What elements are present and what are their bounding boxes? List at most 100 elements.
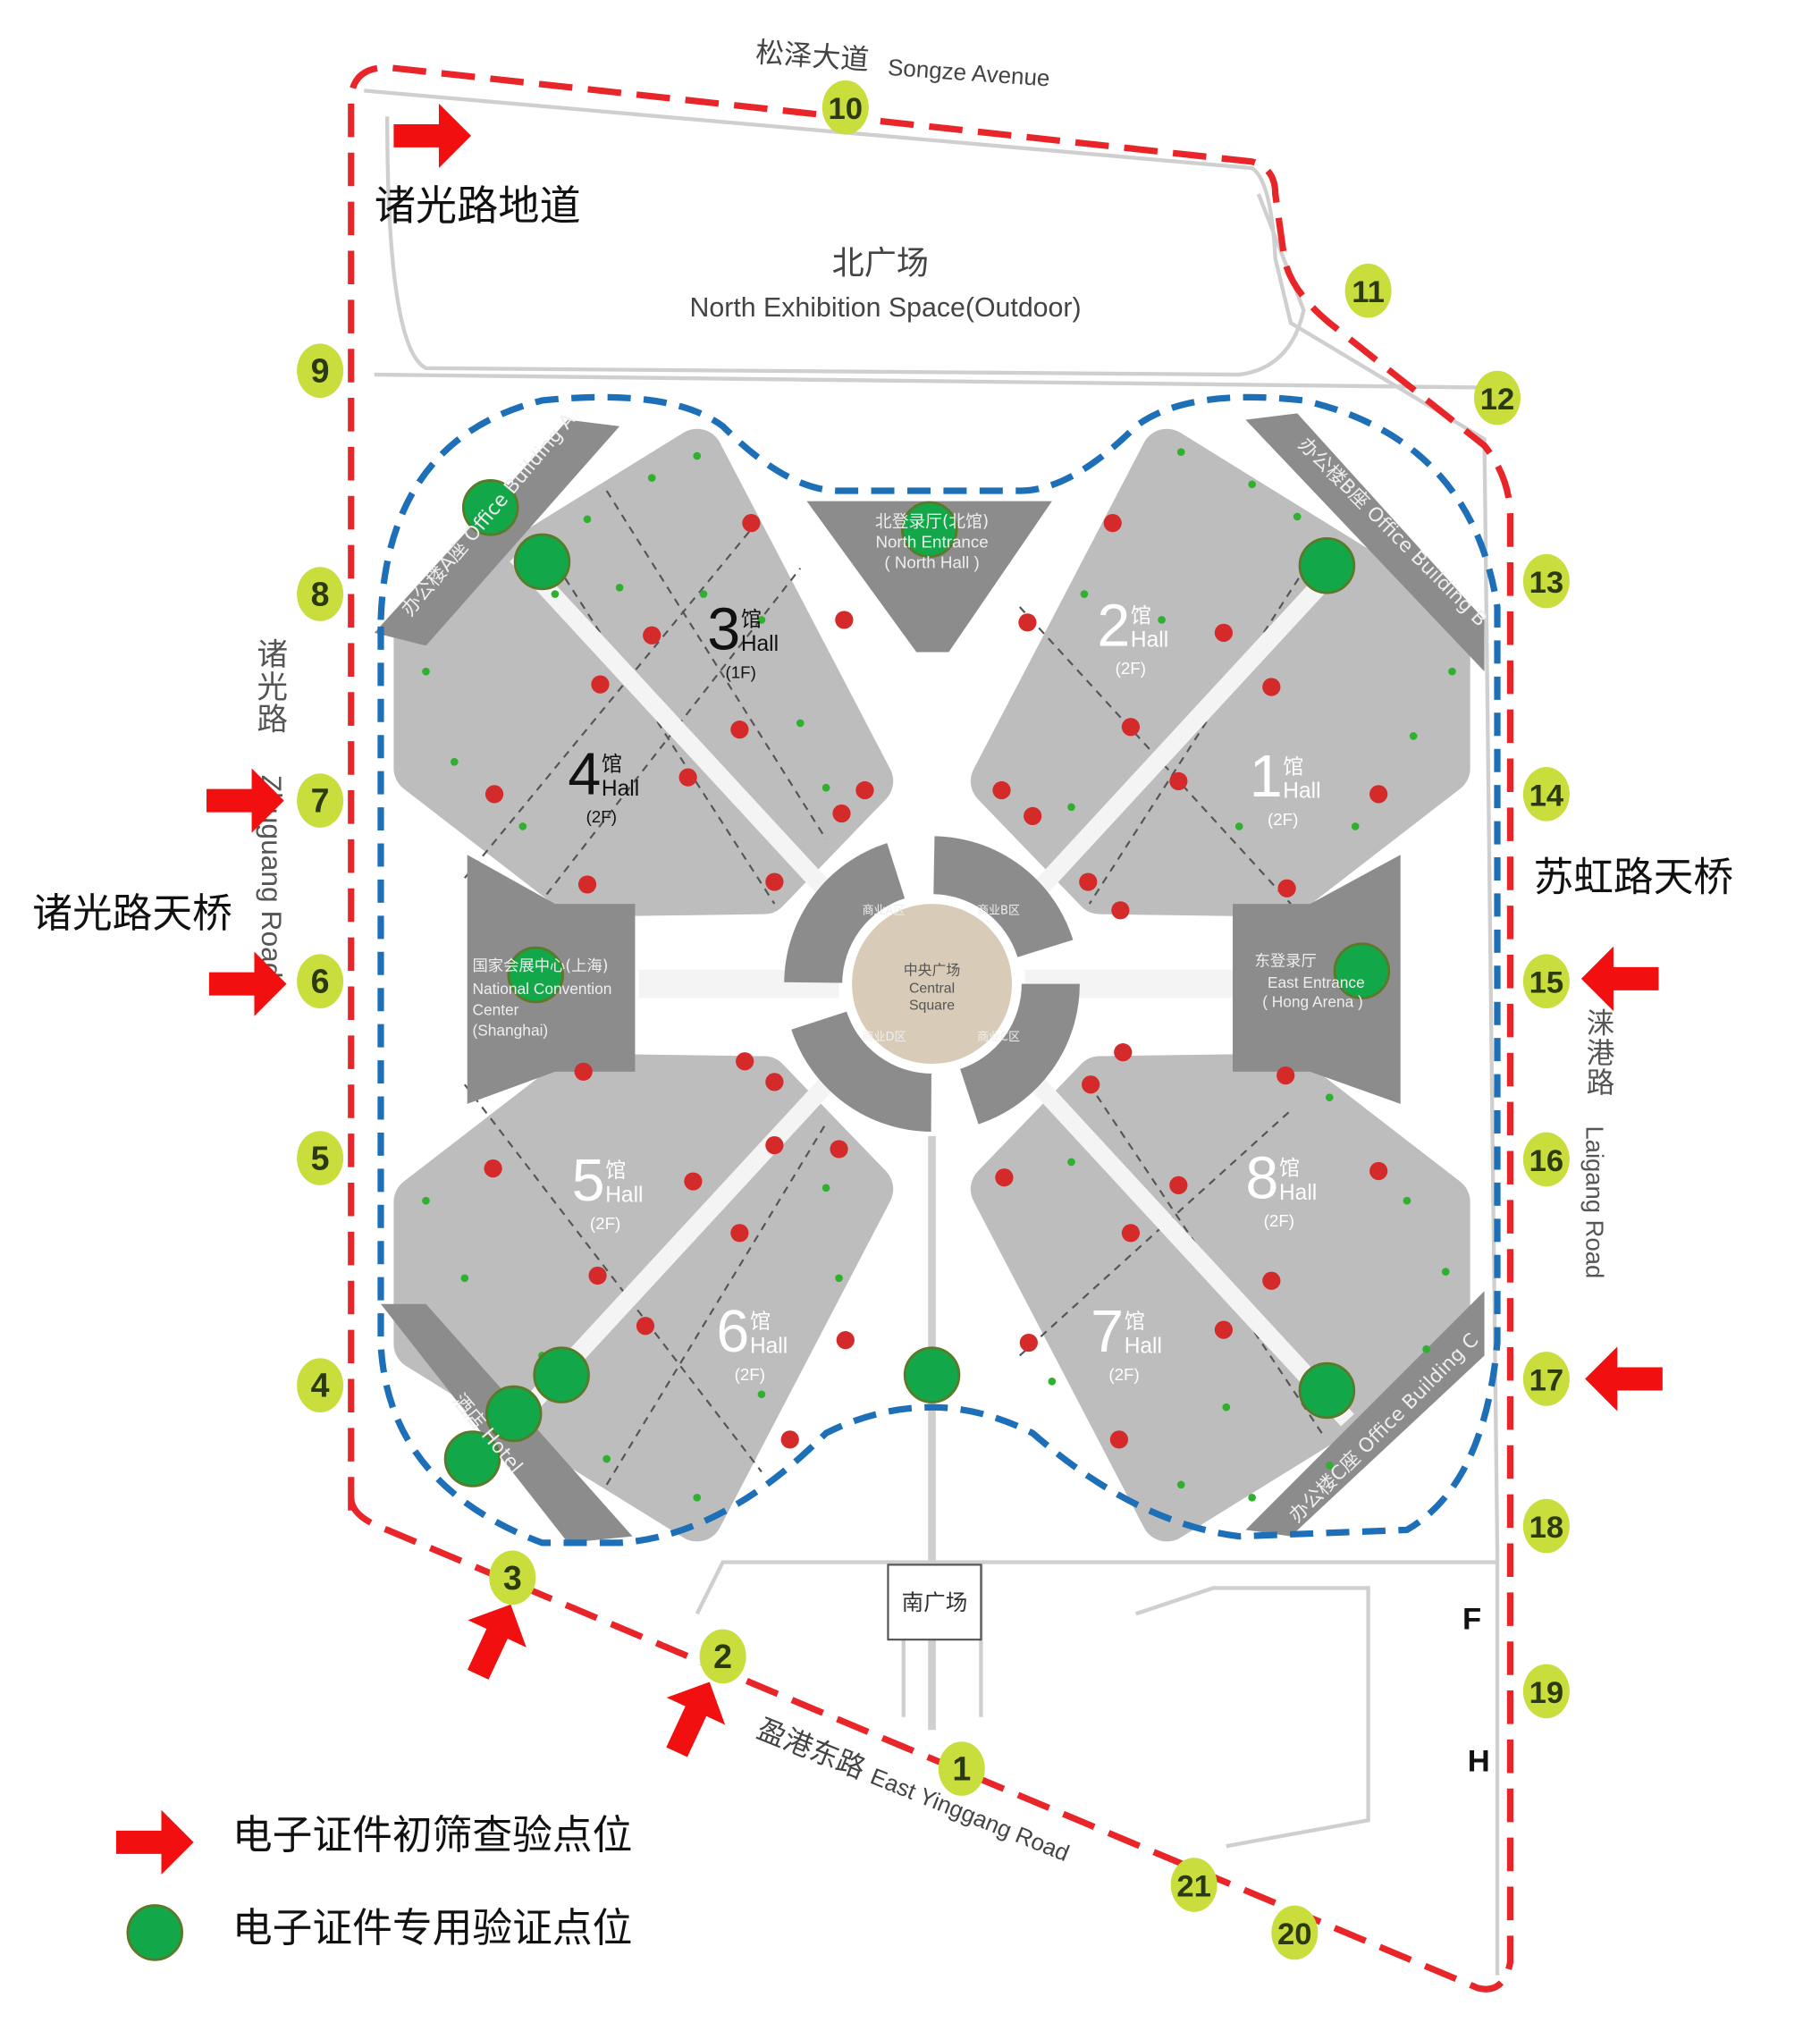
hall-floor: (2F) bbox=[1268, 810, 1298, 829]
verification-dot[interactable] bbox=[903, 1346, 961, 1403]
info-marker bbox=[835, 1274, 843, 1283]
gate-20[interactable]: 20 bbox=[1271, 1905, 1319, 1960]
gate-19[interactable]: 19 bbox=[1522, 1664, 1570, 1719]
info-marker bbox=[615, 583, 624, 592]
gate-number: 7 bbox=[311, 782, 330, 820]
exit-marker bbox=[1019, 1333, 1038, 1353]
arrow-icon bbox=[666, 1681, 726, 1757]
gate-badge bbox=[297, 343, 344, 399]
gate-5[interactable]: 5 bbox=[297, 1131, 344, 1185]
gate-number: 21 bbox=[1176, 1870, 1211, 1904]
exit-marker bbox=[765, 1136, 784, 1155]
gate-number: 9 bbox=[311, 352, 330, 390]
gate-15[interactable]: 15 bbox=[1522, 954, 1570, 1009]
legend-arrow-icon bbox=[115, 1809, 194, 1875]
arrow-icon bbox=[467, 1604, 527, 1680]
verification-dot[interactable] bbox=[900, 501, 958, 559]
verification-dot[interactable] bbox=[1298, 1361, 1356, 1420]
exit-marker bbox=[1214, 1320, 1233, 1339]
verification-dot[interactable] bbox=[507, 946, 565, 1004]
exit-marker bbox=[1369, 785, 1388, 804]
exit-marker bbox=[484, 785, 504, 804]
south-plaza-label: 南广场 bbox=[902, 1589, 968, 1615]
gate-badge bbox=[1522, 767, 1570, 822]
exit-marker bbox=[730, 721, 749, 739]
hall-cn: 馆 bbox=[741, 609, 762, 632]
gate-2[interactable]: 2 bbox=[699, 1629, 746, 1684]
verification-dot[interactable] bbox=[461, 479, 519, 536]
hall-cn: 馆 bbox=[1125, 1310, 1145, 1334]
info-marker bbox=[693, 451, 702, 460]
north-plaza-en: North Exhibition Space(Outdoor) bbox=[690, 293, 1082, 323]
gate-7[interactable]: 7 bbox=[297, 773, 344, 828]
gate-badge bbox=[1170, 1858, 1218, 1912]
gate-8[interactable]: 8 bbox=[297, 567, 344, 621]
gate-number: 6 bbox=[311, 963, 330, 1000]
exit-marker bbox=[643, 626, 661, 645]
gate-number: 18 bbox=[1529, 1511, 1564, 1545]
gate-17[interactable]: 17 bbox=[1522, 1352, 1570, 1406]
info-marker bbox=[602, 1454, 611, 1463]
gate-14[interactable]: 14 bbox=[1522, 767, 1570, 822]
verification-dot[interactable] bbox=[484, 1385, 543, 1443]
gate-10[interactable]: 10 bbox=[822, 80, 869, 135]
gate-16[interactable]: 16 bbox=[1522, 1132, 1570, 1187]
info-marker bbox=[1325, 1093, 1334, 1102]
info-marker bbox=[822, 1184, 830, 1192]
info-marker bbox=[699, 590, 708, 598]
west-entrance-label-en: National Convention bbox=[472, 980, 611, 998]
info-marker bbox=[1222, 1403, 1231, 1412]
hall-number: 5 bbox=[572, 1148, 605, 1214]
verification-dot[interactable] bbox=[533, 1346, 590, 1403]
gate-badge bbox=[297, 1131, 344, 1185]
hall-en: Hall bbox=[750, 1335, 788, 1359]
gate-badge bbox=[297, 954, 344, 1009]
info-marker bbox=[1293, 512, 1302, 521]
central-square bbox=[852, 904, 1013, 1065]
gate-21[interactable]: 21 bbox=[1170, 1858, 1218, 1912]
gate-11[interactable]: 11 bbox=[1344, 263, 1392, 318]
gate-6[interactable]: 6 bbox=[297, 954, 344, 1009]
exit-marker bbox=[1169, 1176, 1188, 1194]
east-entrance-label-en: East Entrance bbox=[1268, 973, 1365, 991]
gate-9[interactable]: 9 bbox=[297, 343, 344, 399]
arrow-icon bbox=[1585, 1346, 1663, 1412]
east-road-en: Laigang Road bbox=[1581, 1125, 1609, 1278]
gate-3[interactable]: 3 bbox=[489, 1550, 536, 1605]
gate-4[interactable]: 4 bbox=[297, 1358, 344, 1413]
exit-marker bbox=[1024, 806, 1042, 826]
gate-badge bbox=[1271, 1905, 1319, 1960]
info-marker bbox=[1403, 1196, 1411, 1205]
gate-number: 3 bbox=[503, 1559, 522, 1597]
exit-marker bbox=[636, 1317, 655, 1336]
verification-dot[interactable] bbox=[1298, 537, 1356, 594]
gate-18[interactable]: 18 bbox=[1522, 1498, 1570, 1554]
gate-12[interactable]: 12 bbox=[1474, 370, 1521, 426]
legend: 电子证件初筛查验点位 电子证件专用验证点位 bbox=[115, 1809, 632, 1961]
verification-dot[interactable] bbox=[443, 1430, 501, 1487]
info-marker bbox=[1067, 1158, 1075, 1167]
east-road-cn: 涞港路 bbox=[1587, 1007, 1615, 1100]
exit-marker bbox=[574, 1062, 593, 1081]
gate-13[interactable]: 13 bbox=[1522, 553, 1570, 609]
hall-en: Hall bbox=[741, 632, 779, 656]
hall-floor: (1F) bbox=[726, 662, 756, 681]
gate-number: 2 bbox=[713, 1638, 732, 1675]
hall-en: Hall bbox=[602, 777, 639, 801]
verification-dot[interactable] bbox=[513, 533, 571, 591]
hall-number: 3 bbox=[707, 597, 740, 663]
arrow-icon bbox=[1580, 946, 1659, 1011]
arrow-icon bbox=[393, 103, 472, 169]
parking-h-label: H bbox=[1468, 1744, 1490, 1778]
gate-1[interactable]: 1 bbox=[938, 1741, 985, 1796]
hall-floor: (2F) bbox=[1116, 659, 1146, 678]
verification-dot[interactable] bbox=[1333, 942, 1391, 999]
exit-marker bbox=[995, 1168, 1014, 1187]
verification-points bbox=[443, 479, 1391, 1487]
hall-number: 6 bbox=[716, 1299, 749, 1365]
gate-number: 15 bbox=[1529, 966, 1564, 1000]
